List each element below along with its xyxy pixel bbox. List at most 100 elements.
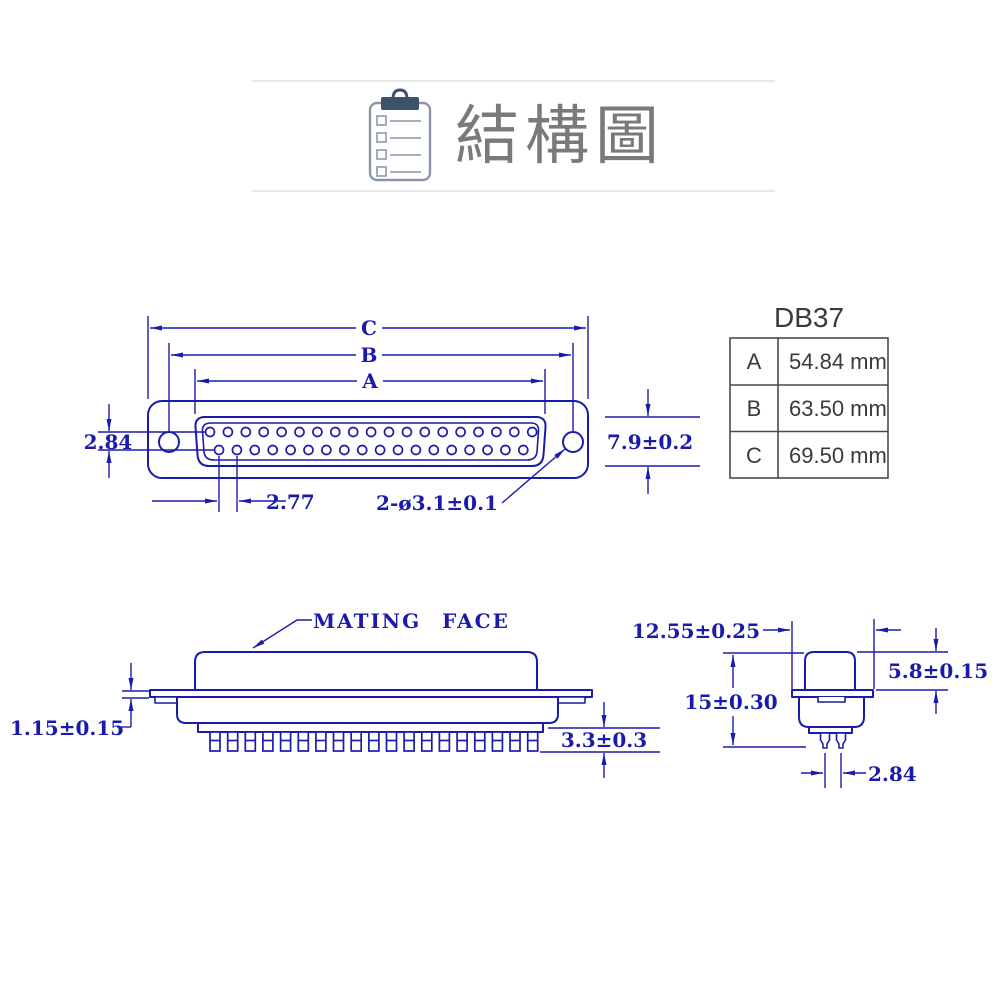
- front-pin-row-top-pin: [294, 426, 305, 438]
- table-row-label: A: [747, 349, 762, 374]
- end-shelf: [808, 726, 853, 734]
- table-row: C 69.50 mm: [746, 443, 887, 468]
- side-shelf: [197, 722, 544, 733]
- dim-flange-thickness: 1.15±0.15: [10, 716, 124, 740]
- front-pin-row-bottom-pin: [249, 444, 261, 456]
- front-pin-row-bottom-pin: [303, 444, 314, 456]
- front-pin-row-top-pin: [258, 426, 270, 438]
- front-dimensions: C B A 2.84 7.9±0.2 2.77 2-ø3.1±0.1: [84, 316, 700, 515]
- side-pin-row-pin: [332, 731, 345, 752]
- side-pin-row-pin: [385, 731, 398, 752]
- end-view: [791, 651, 874, 749]
- front-pin-row-top-pin: [455, 426, 466, 438]
- table-row-value: 63.50 mm: [789, 396, 887, 421]
- side-pin-row-pin: [491, 731, 504, 752]
- end-pin-pair-pin: [819, 732, 831, 749]
- side-dimensions: MATING FACE 1.15±0.15 3.3±0.3: [10, 609, 660, 778]
- front-pin-row-bottom-pin: [410, 444, 422, 456]
- clipboard-checklist: [376, 115, 421, 177]
- side-pin-row-pin: [473, 731, 486, 752]
- page-title: 結構圖: [455, 100, 665, 172]
- side-pin-row-pin: [456, 731, 468, 752]
- side-pin-row-pin: [209, 731, 221, 752]
- side-pin-row-pin: [279, 731, 292, 752]
- front-pin-row-bottom: [213, 444, 529, 456]
- front-pin-row-top-pin: [347, 426, 359, 438]
- dim-end-width: 12.55±0.25: [632, 619, 760, 643]
- front-pin-row-bottom-pin: [428, 444, 440, 456]
- dim-shell-height: 7.9±0.2: [607, 430, 693, 454]
- table-title: DB37: [774, 302, 844, 333]
- side-pin-row-pin: [420, 731, 433, 752]
- front-pin-row-top-pin: [365, 426, 377, 438]
- front-pin-row-top-pin: [222, 426, 234, 438]
- side-mating-body: [194, 651, 538, 691]
- front-mount-hole-right: [562, 431, 584, 453]
- dim-row-spacing: 2.84: [84, 430, 133, 454]
- end-mating-cap: [804, 651, 856, 691]
- db37-table: DB37 A 54.84 mm B 63.50 mm C 69.50 mm: [729, 302, 889, 479]
- front-pin-row-bottom-pin: [321, 444, 332, 456]
- front-mount-hole-left: [158, 431, 180, 453]
- side-pin-row-pin: [297, 731, 310, 752]
- front-pin-row-bottom-pin: [482, 444, 493, 456]
- table-row-label: B: [747, 396, 762, 421]
- dim-label-a: A: [361, 369, 378, 393]
- front-pin-row-bottom-pin: [285, 444, 296, 456]
- side-pin-row-pin: [244, 731, 257, 752]
- front-pin-row-top-pin: [419, 426, 431, 438]
- front-pin-row-bottom-pin: [213, 444, 225, 456]
- side-pin-row-pin: [226, 731, 239, 752]
- dim-mating-height: 5.8±0.15: [888, 659, 988, 683]
- front-pin-row-bottom-pin: [374, 444, 386, 456]
- side-pin-row-pin: [262, 731, 274, 752]
- front-pin-row-bottom-pin: [500, 444, 511, 456]
- front-pin-row-top-pin: [383, 426, 395, 438]
- front-pin-row-bottom-pin: [392, 444, 404, 456]
- clipboard-icon: [368, 88, 432, 182]
- table-row-value: 69.50 mm: [789, 443, 887, 468]
- side-pin-row-pin: [315, 731, 327, 752]
- front-pin-row-top-pin: [240, 426, 252, 438]
- table-row: A 54.84 mm: [747, 349, 887, 374]
- side-pin-row-pin: [403, 731, 415, 752]
- front-pin-row-top-pin: [437, 426, 449, 438]
- side-insulator: [176, 696, 559, 724]
- dim-label-c: C: [361, 316, 377, 340]
- front-pin-row-top-pin: [329, 426, 341, 438]
- dim-end-pin-spacing: 2.84: [868, 762, 917, 786]
- clipboard-ring: [391, 88, 409, 100]
- dim-pin-pitch: 2.77: [266, 490, 315, 514]
- table-row-label: C: [746, 443, 762, 468]
- dim-label-b: B: [361, 343, 378, 367]
- front-pin-row-bottom-pin: [267, 444, 279, 456]
- side-flange-tab-right: [556, 696, 586, 704]
- front-pin-row-top-pin: [491, 426, 502, 438]
- side-pin-row-pin: [350, 731, 363, 752]
- table-border: [729, 337, 889, 479]
- table-row: B 63.50 mm: [747, 396, 887, 421]
- end-dimensions: 12.55±0.25 5.8±0.15 15±0.30 2.84: [632, 619, 988, 788]
- front-pin-row-top-pin: [508, 426, 520, 438]
- front-pin-row-bottom-pin: [464, 444, 475, 456]
- dim-overall-height: 15±0.30: [684, 690, 777, 714]
- front-view: [147, 400, 589, 479]
- front-pin-row-top-pin: [473, 426, 484, 438]
- front-pin-row-bottom-pin: [356, 444, 368, 456]
- side-view: [149, 651, 593, 752]
- header: 結構圖: [252, 80, 775, 192]
- front-pin-row-bottom-pin: [517, 444, 529, 456]
- front-pin-row-bottom-pin: [446, 444, 458, 456]
- front-pin-row-top-pin: [204, 426, 216, 438]
- table-row-value: 54.84 mm: [789, 349, 887, 374]
- front-pin-row-top-pin: [312, 426, 323, 438]
- end-pin-pair-pin: [835, 732, 847, 749]
- side-pin-row-pin: [509, 731, 521, 752]
- end-pin-pair: [819, 732, 847, 749]
- front-pin-row-top-pin: [276, 426, 287, 438]
- side-pin-row-pin: [368, 731, 380, 752]
- side-pin-row-pin: [526, 731, 539, 752]
- dim-pin-length: 3.3±0.3: [561, 728, 647, 752]
